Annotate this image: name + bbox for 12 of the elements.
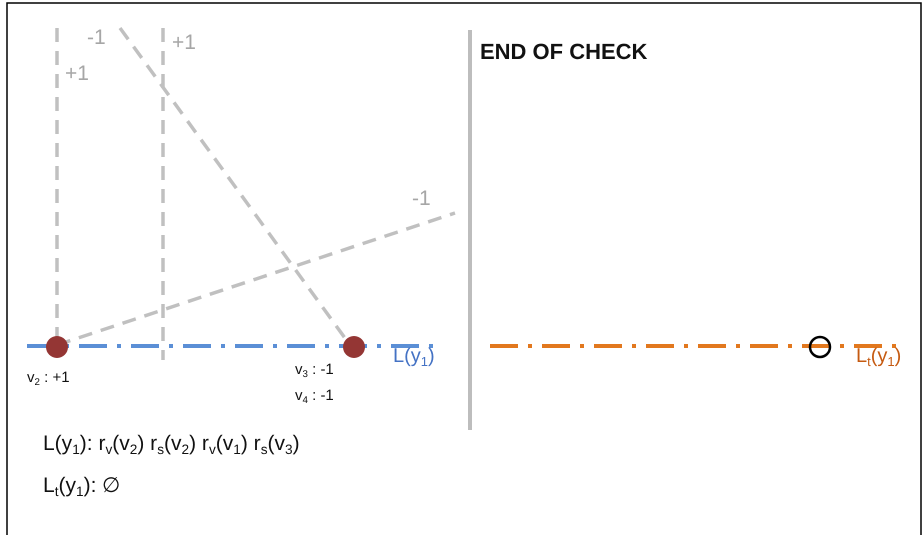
weight-label: -1 <box>412 187 431 210</box>
weight-label: +1 <box>65 62 89 86</box>
line-label: L(y$_{1}$) <box>393 345 435 367</box>
line-label: L$_{t}$(y$_{1}$) <box>856 345 902 367</box>
vertex-label: v$_{2}$ : +1 <box>27 370 70 386</box>
heading: END OF CHECK <box>480 40 648 64</box>
weight-label: -1 <box>87 26 106 50</box>
weight-label: +1 <box>172 31 196 54</box>
formula-text: L(y$_{1}$): r$_{v}$(v$_{2}$) r$_{s}$(v$_{2}$) r$_{v}$(v$_{1}$) r$_{s}$(v$_{3}$) <box>43 432 300 456</box>
formula-text: L$_{t}$(y$_{1}$): ∅ <box>43 474 120 498</box>
vertex-label: v$_{4}$ : -1 <box>295 388 334 404</box>
vertex-label: v$_{3}$ : -1 <box>295 362 334 378</box>
